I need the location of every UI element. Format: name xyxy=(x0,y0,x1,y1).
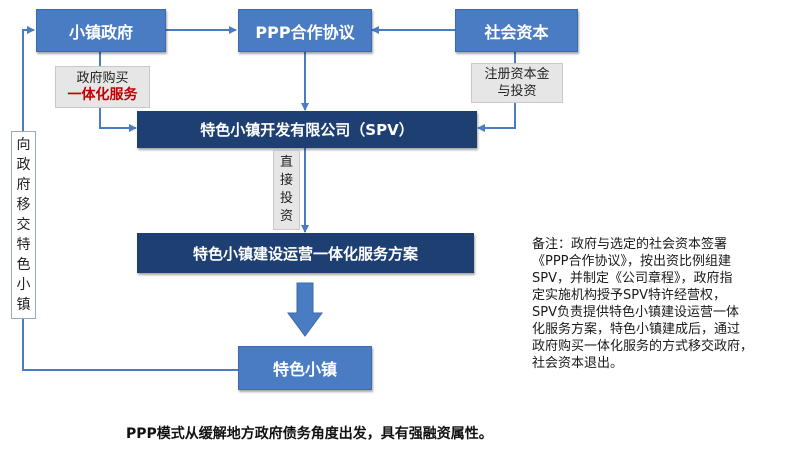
transfer-to-government-label: 向 政 府 移 交 特 色 小 镇 xyxy=(11,131,36,319)
transfer-char-2: 政 xyxy=(16,157,31,173)
note-line-3: SPV，并制定《公司章程》，政府指 xyxy=(532,271,733,286)
service-plan-label: 特色小镇建设运营一体化服务方案 xyxy=(192,244,418,263)
ppp-agreement-label: PPP合作协议 xyxy=(255,22,355,42)
direct-invest-char-2: 接 xyxy=(279,173,293,188)
capital-note: 注册资本金 与投资 xyxy=(471,63,563,103)
gov-purchase-line2: 一体化服务 xyxy=(67,87,138,103)
note-line-7: 政府购买一体化服务的方式移交政府， xyxy=(532,339,754,354)
transfer-char-8: 小 xyxy=(16,277,31,293)
remarks-note: 备注：政府与选定的社会资本签署 《PPP合作协议》，按出资比例组建 SPV，并制… xyxy=(532,236,792,372)
transfer-char-4: 移 xyxy=(16,197,31,213)
spv-label: 特色小镇开发有限公司（SPV） xyxy=(200,121,414,139)
transfer-char-9: 镇 xyxy=(16,297,31,313)
capital-line2: 与投资 xyxy=(497,84,537,99)
note-line-8: 社会资本退出。 xyxy=(532,356,624,371)
social-capital-label: 社会资本 xyxy=(484,22,549,42)
transfer-char-7: 色 xyxy=(16,257,31,273)
social-capital-box: 社会资本 xyxy=(455,9,578,52)
note-line-5: SPV负责提供特色小镇建设运营一体 xyxy=(532,305,739,320)
town-government-box: 小镇政府 xyxy=(36,9,166,52)
note-line-4: 定实施机构授予SPV特许经营权， xyxy=(532,288,726,303)
ppp-agreement-box: PPP合作协议 xyxy=(238,9,372,52)
gov-purchase-line1: 政府购买 xyxy=(76,71,129,86)
spv-box: 特色小镇开发有限公司（SPV） xyxy=(137,111,477,148)
gov-purchase-note: 政府购买 一体化服务 xyxy=(55,66,150,108)
transfer-char-3: 府 xyxy=(16,177,31,193)
service-plan-box: 特色小镇建设运营一体化服务方案 xyxy=(137,233,474,273)
direct-invest-char-1: 直 xyxy=(279,155,293,170)
transfer-char-5: 交 xyxy=(16,217,31,233)
transfer-char-1: 向 xyxy=(16,137,31,153)
featured-town-box: 特色小镇 xyxy=(238,346,372,390)
capital-line1: 注册资本金 xyxy=(484,67,550,82)
featured-town-label: 特色小镇 xyxy=(272,360,337,379)
note-line-6: 化服务方案，特色小镇建成后，通过 xyxy=(532,322,741,337)
note-line-1: 备注：政府与选定的社会资本签署 xyxy=(532,237,728,252)
direct-investment-note: 直 接 投 资 xyxy=(273,150,300,230)
big-down-arrow xyxy=(287,282,323,337)
transfer-char-6: 特 xyxy=(16,237,31,253)
direct-invest-char-4: 资 xyxy=(279,209,293,224)
direct-invest-char-3: 投 xyxy=(279,191,293,206)
note-line-2: 《PPP合作协议》，按出资比例组建 xyxy=(532,254,732,269)
bottom-caption: PPP模式从缓解地方政府债务角度出发，具有强融资属性。 xyxy=(126,426,493,442)
town-government-label: 小镇政府 xyxy=(68,22,133,42)
